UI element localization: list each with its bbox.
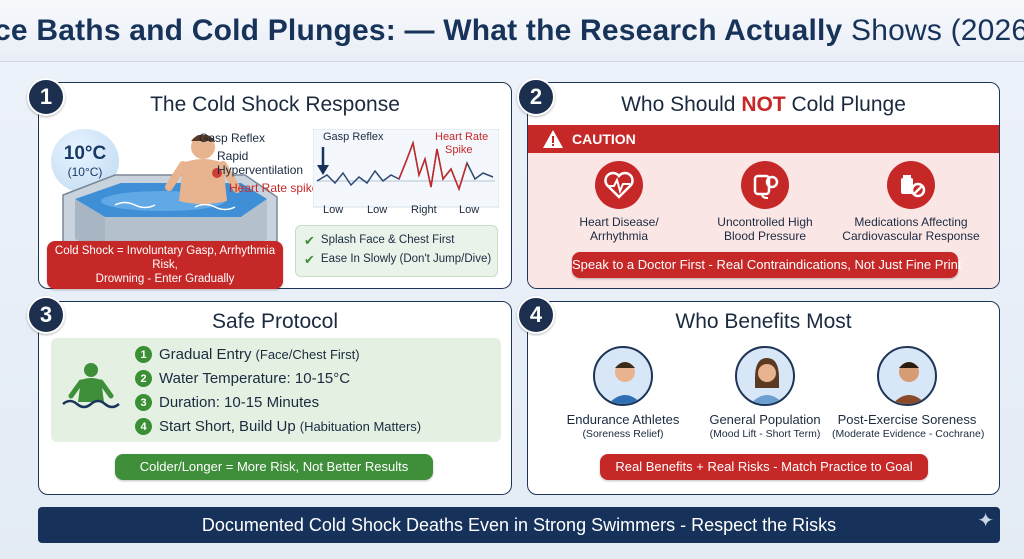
step-note: (Face/Chest First) [255, 347, 360, 362]
woman-avatar-icon [735, 346, 795, 406]
risk-medications: Medications Affecting Cardiovascular Res… [836, 161, 986, 243]
title-tail: Shows (2026) [851, 13, 1024, 47]
person-sub: (Mood Lift - Short Term) [709, 428, 821, 440]
benefit-endurance-athletes: Endurance Athletes (Soreness Relief) [548, 346, 698, 440]
check-item-label: Splash Face & Chest First [320, 234, 455, 246]
panel-title: Who Should NOT Cold Plunge [528, 93, 999, 117]
step-text: Water Temperature: 10-15°C [159, 370, 351, 387]
checklist: ✔ Splash Face & Chest First ✔ Ease In Slow… [295, 225, 498, 277]
chart-hr-label-1: Heart Rate [435, 131, 489, 143]
risk-pill: Colder/Longer = More Risk, Not Better Re… [115, 454, 433, 480]
step-text: Duration: 10-15 Minutes [159, 394, 320, 411]
panel-title: Who Benefits Most [675, 310, 852, 333]
step-text: Start Short, Build Up [159, 418, 296, 435]
goal-banner: Real Benefits + Real Risks - Match Pract… [600, 454, 928, 480]
panel-who-should-not: Who Should NOT Cold Plunge CAUTION Heart… [527, 82, 1000, 289]
protocol-step: 2 Water Temperature: 10-15°C [135, 370, 350, 387]
person-name: Post-Exercise Soreness [837, 412, 977, 427]
person-name: Endurance Athletes [566, 412, 680, 427]
step-number: 2 [135, 370, 152, 387]
check-item: ✔ Splash Face & Chest First [304, 231, 489, 250]
panel-cold-shock: The Cold Shock Response 10°C (10°C) Gasp… [38, 82, 512, 289]
protocol-step: 3 Duration: 10-15 Minutes [135, 394, 319, 411]
caution-bar: CAUTION [528, 125, 999, 153]
check-item-label: Ease In Slowly (Don't Jump/Dive) [320, 253, 492, 265]
protocol-step: 1 Gradual Entry (Face/Chest First) [135, 346, 360, 363]
medication-icon [887, 161, 935, 209]
chart-gasp-label: Gasp Reflex [323, 131, 384, 143]
panel-number-3: 3 [27, 296, 65, 334]
label-hyperventilation: Hyperventilation [217, 163, 304, 177]
panel-number-2: 2 [517, 78, 555, 116]
blood-pressure-gauge-icon [741, 161, 789, 209]
panel-safe-protocol: Safe Protocol 1 Gradual Entry (Face/Ches… [38, 301, 512, 495]
chart-x-label: Right [411, 204, 437, 216]
risk-blood-pressure: Uncontrolled High Blood Pressure [690, 161, 840, 243]
man-avatar-icon [877, 346, 937, 406]
warning-line-1: Cold Shock = Involuntary Gasp, Arrhythmi… [54, 245, 276, 271]
risk-label-line-1: Medications Affecting [854, 215, 968, 229]
protocol-box [51, 338, 501, 442]
cold-shock-chart [313, 129, 499, 208]
label-heart-rate-spike: Heart Rate spike [229, 181, 319, 195]
doctor-banner: Speak to a Doctor First - Real Contraind… [572, 252, 961, 278]
check-icon: ✔ [304, 252, 315, 267]
step-number: 3 [135, 394, 152, 411]
check-icon: ✔ [304, 233, 315, 248]
step-text: Gradual Entry [159, 346, 252, 363]
title-bar: Ice Baths and Cold Plunges: — What the R… [0, 0, 1024, 62]
risk-label-line-2: Blood Pressure [723, 229, 807, 243]
label-gasp-reflex: Gasp Reflex [199, 131, 266, 145]
risk-label-line-2: Cardiovascular Response [842, 229, 980, 243]
benefit-post-exercise-soreness: Post-Exercise Soreness (Moderate Evidenc… [832, 346, 985, 440]
chart-x-label: Low [323, 204, 344, 216]
check-item: ✔ Ease In Slowly (Don't Jump/Dive) [304, 250, 492, 269]
person-name: General Population [709, 412, 821, 427]
athlete-avatar-icon [593, 346, 653, 406]
wading-person-icon [62, 363, 120, 409]
panel-who-benefits: Who Benefits Most Endurance Athletes (So… [527, 301, 1000, 495]
temperature-badge: 10°C (10°C) [51, 129, 119, 193]
page-title: Ice Baths and Cold Plunges: — What the R… [0, 14, 1024, 48]
chart-x-label: Low [367, 204, 388, 216]
chart-hr-label-2: Spike [445, 144, 473, 156]
heart-pulse-icon [595, 161, 643, 209]
sparkle-icon: ✦ [977, 510, 994, 532]
chart-x-label: Low [459, 204, 480, 216]
panel-number-4: 4 [517, 296, 555, 334]
title-main: Ice Baths and Cold Plunges: — What the R… [0, 13, 843, 47]
label-rapid: Rapid [217, 149, 249, 163]
protocol-step: 4 Start Short, Build Up (Habituation Mat… [135, 418, 421, 435]
panel-title: Safe Protocol [211, 310, 339, 333]
panel-title: The Cold Shock Response [150, 93, 400, 116]
step-number: 1 [135, 346, 152, 363]
title-post: Cold Plunge [785, 93, 906, 116]
title-not: NOT [741, 93, 786, 116]
footer-warning-bar: Documented Cold Shock Deaths Even in Str… [38, 507, 1000, 543]
risk-label-line-2: Arrhythmia [589, 229, 648, 243]
risk-label-line-1: Uncontrolled High [717, 215, 813, 229]
warning-triangle-icon [543, 130, 563, 148]
benefit-general-population: General Population (Mood Lift - Short Te… [690, 346, 840, 440]
risk-heart-disease: Heart Disease/ Arrhythmia [544, 161, 694, 243]
cold-shock-warning: Cold Shock = Involuntary Gasp, Arrhythmi… [47, 241, 283, 289]
panel-number-1: 1 [27, 78, 65, 116]
temperature-sub: (10°C) [67, 165, 103, 179]
person-sub: (Soreness Relief) [582, 428, 664, 440]
person-sub: (Moderate Evidence - Cochrane) [832, 428, 985, 440]
risk-label-line-1: Heart Disease/ [579, 215, 659, 229]
title-pre: Who Should [621, 93, 742, 116]
step-number: 4 [135, 418, 152, 435]
step-note: (Habituation Matters) [299, 419, 422, 434]
temperature-value: 10°C [63, 143, 107, 164]
caution-label: CAUTION [572, 131, 636, 147]
warning-line-2: Drowning - Enter Gradually [95, 273, 235, 285]
